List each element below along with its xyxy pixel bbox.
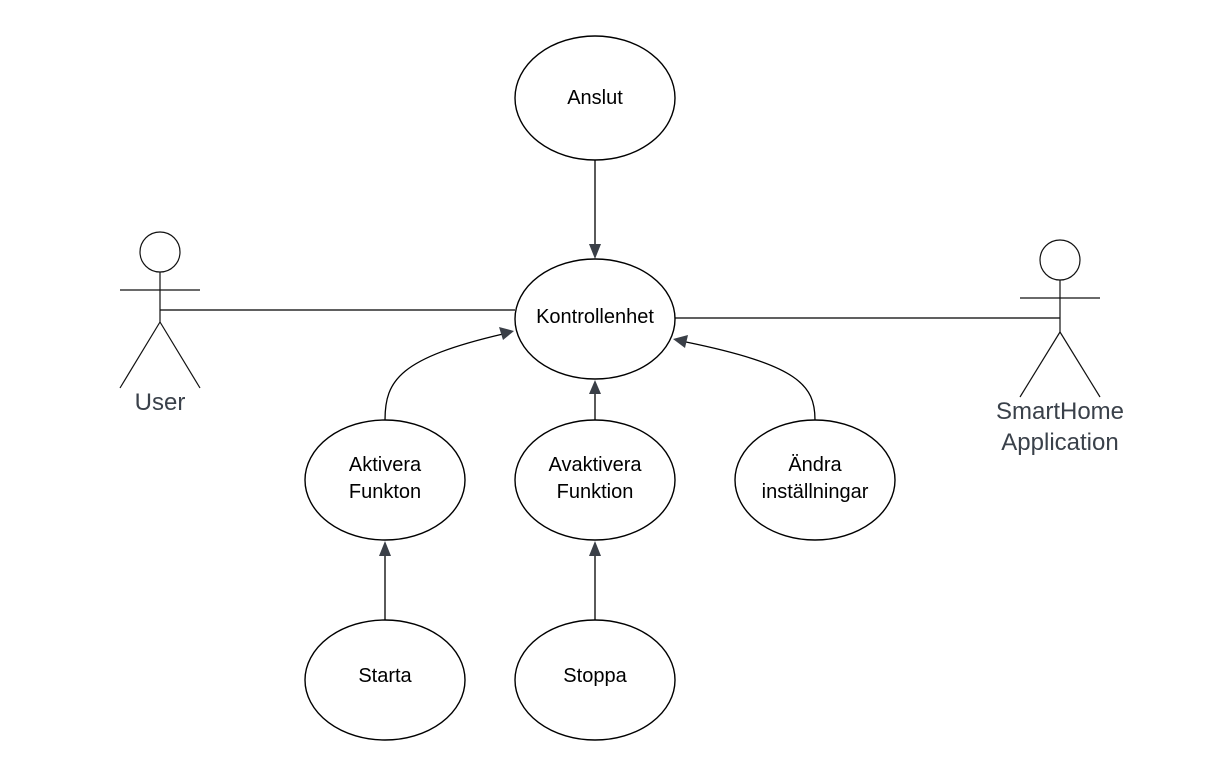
smarthome-label-line1: SmartHome bbox=[996, 398, 1124, 425]
avaktivera-label-line2: Funktion bbox=[557, 481, 634, 503]
kontrollenhet-ellipse bbox=[514, 258, 676, 380]
stoppa-label: Stoppa bbox=[563, 665, 627, 687]
starta-label: Starta bbox=[358, 665, 412, 687]
user-label: User bbox=[135, 389, 186, 416]
connector-andra-kontrollenhet bbox=[685, 341, 816, 421]
actor-user: User bbox=[119, 231, 201, 416]
connector-aktivera-kontrollenhet bbox=[384, 333, 504, 421]
use-case-stoppa: Stoppa bbox=[514, 619, 676, 741]
stoppa-ellipse bbox=[514, 619, 676, 741]
aktivera-label-line1: Aktivera bbox=[349, 454, 422, 476]
andra-ellipse bbox=[734, 419, 896, 541]
starta-ellipse bbox=[304, 619, 466, 741]
andra-label-line2: inställningar bbox=[762, 481, 869, 503]
use-case-kontrollenhet: Kontrollenhet bbox=[514, 258, 676, 380]
avaktivera-ellipse bbox=[514, 419, 676, 541]
user-left-leg bbox=[119, 321, 161, 389]
use-case-andra-installningar: Ändra inställningar bbox=[734, 419, 896, 541]
arrowhead-aktivera bbox=[499, 327, 514, 340]
smarthome-right-leg bbox=[1059, 331, 1101, 398]
anslut-label: Anslut bbox=[567, 87, 623, 109]
use-case-anslut: Anslut bbox=[514, 35, 676, 161]
arrowhead-andra bbox=[673, 335, 688, 348]
connectors bbox=[160, 160, 1060, 620]
arrowhead-stoppa bbox=[589, 541, 601, 556]
arrowhead-avaktivera bbox=[589, 380, 601, 394]
aktivera-ellipse bbox=[304, 419, 466, 541]
arrowhead-anslut bbox=[589, 244, 601, 259]
use-case-aktivera-funkton: Aktivera Funkton bbox=[304, 419, 466, 541]
use-case-avaktivera-funktion: Avaktivera Funktion bbox=[514, 419, 676, 541]
use-case-starta: Starta bbox=[304, 619, 466, 741]
arrowhead-starta bbox=[379, 541, 391, 556]
user-right-leg bbox=[159, 321, 201, 389]
smarthome-head bbox=[1039, 239, 1081, 281]
anslut-ellipse bbox=[514, 35, 676, 161]
smarthome-label-line2: Application bbox=[1001, 429, 1118, 456]
aktivera-label-line2: Funkton bbox=[349, 481, 421, 503]
avaktivera-label-line1: Avaktivera bbox=[548, 454, 642, 476]
actor-smarthome-application: SmartHome Application bbox=[996, 239, 1124, 456]
user-head bbox=[139, 231, 181, 273]
andra-label-line1: Ändra bbox=[788, 454, 842, 476]
kontrollenhet-label: Kontrollenhet bbox=[536, 306, 654, 328]
smarthome-left-leg bbox=[1019, 331, 1061, 398]
